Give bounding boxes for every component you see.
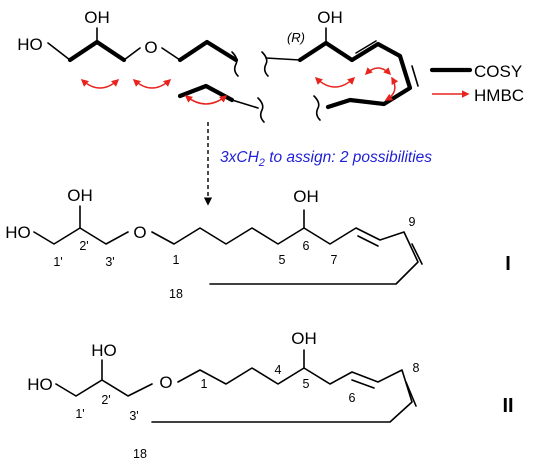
atom-oh-top: OH bbox=[84, 8, 110, 27]
structure-I-num-1p: 1' bbox=[53, 255, 62, 269]
structure-I-num-7: 7 bbox=[331, 253, 338, 267]
assignment-note: 3xCH2 to assign: 2 possibilities bbox=[203, 122, 432, 206]
structure-I-chain-bonds bbox=[151, 227, 419, 285]
structure-I-atom-o: O bbox=[133, 223, 146, 242]
carbinol-cosy-bonds bbox=[297, 40, 355, 63]
atom-ho-left: HO bbox=[17, 35, 43, 54]
structure-II-num-2p: 2' bbox=[101, 393, 110, 407]
hmbc-arrow-4 bbox=[314, 76, 356, 88]
structure-I-num-1: 1 bbox=[173, 253, 180, 267]
structure-I-num-2p: 2' bbox=[79, 239, 88, 253]
double-bond-inner-2 bbox=[411, 65, 419, 87]
hmbc-arrow-3 bbox=[184, 95, 228, 105]
structure-II-num-1p: 1' bbox=[75, 407, 84, 421]
structure-II-atom-o: O bbox=[159, 373, 172, 392]
top-fragment: OH HO O OH (R) bbox=[17, 8, 419, 123]
structure-II-num-3p: 3' bbox=[129, 409, 138, 423]
structure-II-atom-oh-c5: OH bbox=[291, 329, 317, 348]
break-wavy-1 bbox=[231, 51, 239, 77]
structure-I-num-3p: 3' bbox=[105, 255, 114, 269]
atom-oh-right: OH bbox=[317, 8, 343, 27]
structure-II-num-5: 5 bbox=[303, 377, 310, 391]
chain-start-cosy-bonds bbox=[177, 39, 239, 63]
break-wavy-3 bbox=[313, 95, 321, 121]
ether-bond bbox=[161, 47, 181, 61]
lower-fragment-bond bbox=[231, 99, 259, 109]
legend-hmbc-label: HMBC bbox=[474, 86, 524, 105]
structure-II-chain-bonds bbox=[151, 367, 413, 423]
structure-II-num-18: 18 bbox=[133, 447, 147, 461]
structure-I-num-6: 6 bbox=[303, 239, 310, 253]
chain-bond-c5 bbox=[265, 57, 301, 61]
structure-I-atom-oh-glycerol: OH bbox=[67, 186, 93, 205]
structure-I-num-9: 9 bbox=[409, 215, 416, 229]
hmbc-arrow-2 bbox=[132, 79, 172, 89]
structure-II-c6-double-inner bbox=[351, 379, 375, 389]
legend: COSY HMBC bbox=[429, 62, 524, 105]
structure-I-atom-oh-c6: OH bbox=[293, 187, 319, 206]
structure-II-num-6: 6 bbox=[349, 391, 356, 405]
structure-II: HO HO O OH 1' 2' 3' 1 4 5 6 8 18 II bbox=[27, 329, 513, 461]
structure-I-num-5: 5 bbox=[279, 253, 286, 267]
structure-II-c8-double-inner bbox=[405, 381, 417, 407]
structure-I-c7-double-inner bbox=[357, 235, 379, 247]
double-bond-inner-1 bbox=[355, 40, 377, 54]
structure-II-atom-ho-glycerol: HO bbox=[91, 341, 117, 360]
atom-o-ether: O bbox=[144, 38, 157, 57]
hmbc-arrow-1 bbox=[80, 79, 120, 89]
structure-II-num-4: 4 bbox=[275, 363, 282, 377]
legend-cosy-label: COSY bbox=[474, 62, 522, 81]
stereo-label: (R) bbox=[287, 30, 305, 45]
structure-II-num-1: 1 bbox=[201, 377, 208, 391]
assignment-text: 3xCH2 to assign: 2 possibilities bbox=[220, 149, 432, 169]
diene-cosy-bonds bbox=[325, 41, 413, 110]
structure-I-label: I bbox=[505, 253, 511, 275]
glycerol-cosy-bonds bbox=[67, 39, 127, 63]
structure-I-atom-ho: HO bbox=[5, 223, 31, 242]
structure-I-c9-double-inner bbox=[411, 243, 423, 265]
structure-I: OH HO O OH 1' 2' 3' 1 5 6 7 9 18 I bbox=[5, 186, 511, 301]
structure-I-num-18: 18 bbox=[169, 287, 183, 301]
structure-II-label: II bbox=[502, 395, 513, 417]
break-wavy-4 bbox=[257, 97, 265, 123]
hmbc-arrow-6 bbox=[384, 76, 399, 101]
structure-II-atom-ho: HO bbox=[27, 375, 53, 394]
structure-II-num-8: 8 bbox=[413, 361, 420, 375]
break-wavy-2 bbox=[261, 51, 269, 77]
hmbc-arrow-5 bbox=[364, 67, 392, 76]
